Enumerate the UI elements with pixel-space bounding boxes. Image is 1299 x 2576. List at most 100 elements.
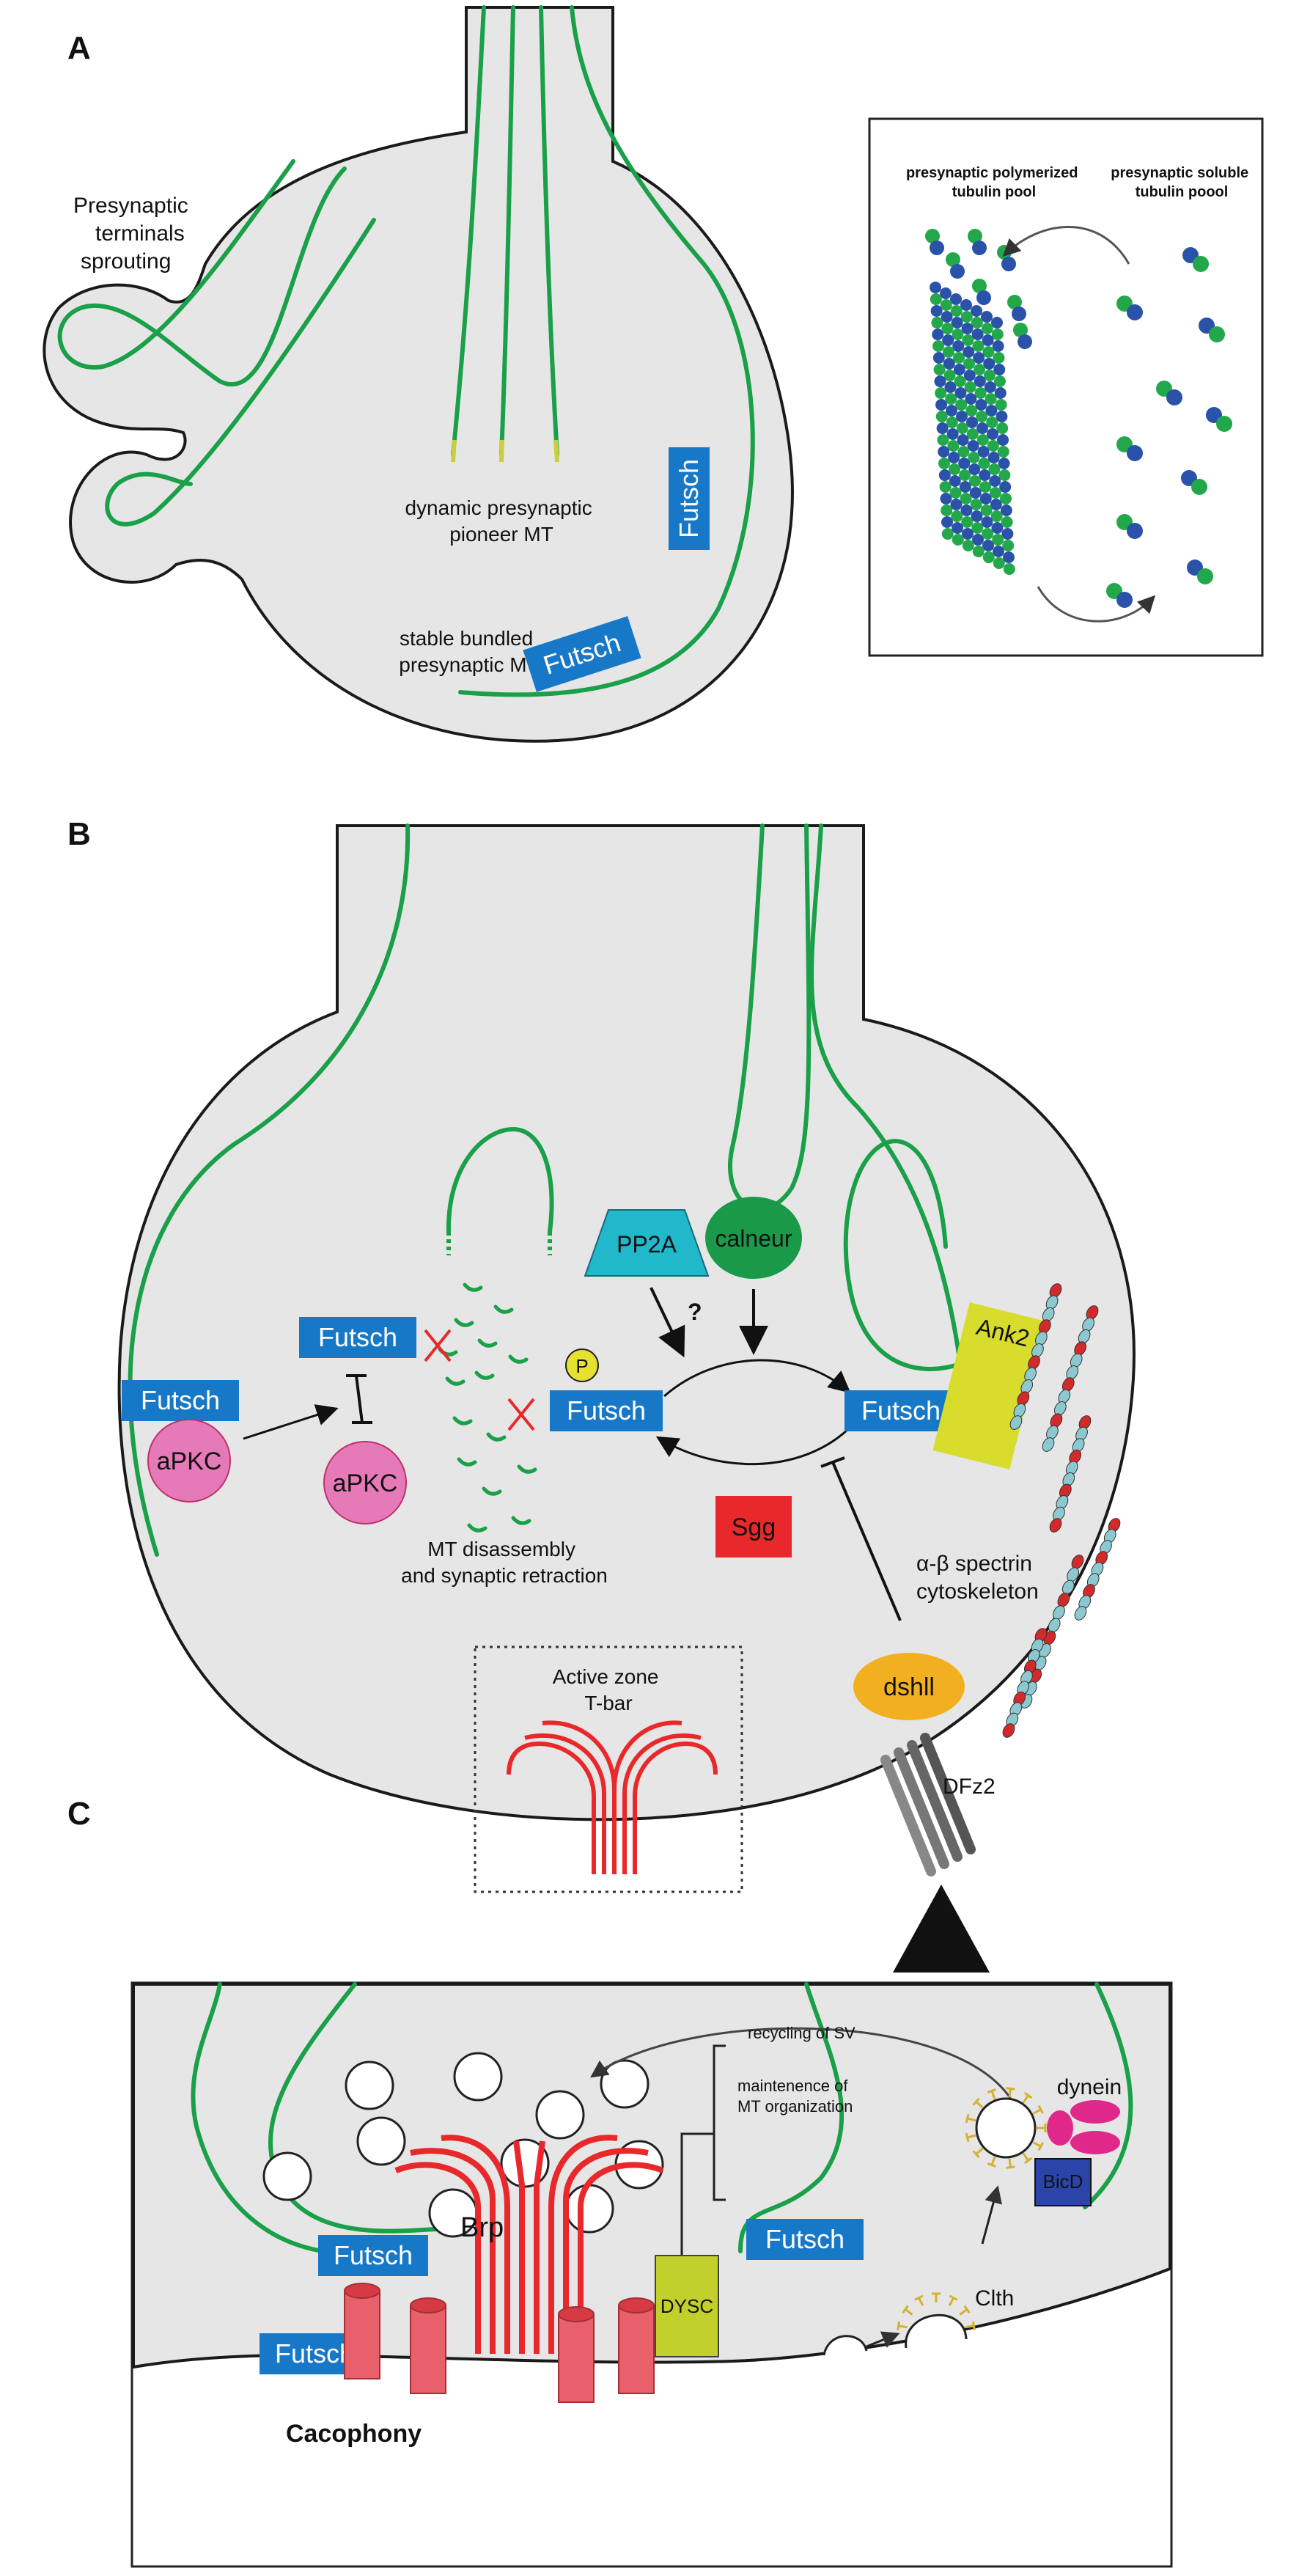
clathrin-spike bbox=[972, 2097, 980, 2106]
clathrin-spike bbox=[971, 2321, 976, 2331]
clathrin-spike bbox=[975, 2101, 984, 2109]
clathrin-spike bbox=[1032, 2108, 1042, 2115]
recycling-label: recycling of SV bbox=[748, 2024, 855, 2042]
mt-fragment bbox=[474, 1370, 495, 1380]
panel-a-tubulin-inset: presynaptic polymerized tubulin pool pre… bbox=[868, 117, 1264, 657]
clathrin-spike bbox=[1032, 2141, 1042, 2148]
panel-a-mt-tip-1 bbox=[451, 439, 457, 463]
clathrin-spike bbox=[965, 2324, 974, 2329]
tubulin-dimer bbox=[925, 229, 944, 255]
dysc: DYSC bbox=[655, 2255, 719, 2357]
panel-a-mt-pioneer-3 bbox=[539, 5, 559, 457]
cacophony-channel bbox=[344, 2283, 380, 2379]
futsch-inhibited: Futsch bbox=[299, 1317, 416, 1358]
cacophony-channel bbox=[558, 2306, 595, 2403]
panel-b-letter: B bbox=[67, 816, 91, 852]
tubulin-row bbox=[938, 469, 1012, 516]
tubulin-row bbox=[932, 329, 1006, 375]
dfz2-label: DFz2 bbox=[943, 1775, 996, 1799]
bicd: BicD bbox=[1034, 2158, 1092, 2206]
spectrin-bead bbox=[1074, 1606, 1087, 1621]
dfz2-receptor bbox=[880, 1733, 976, 1876]
panel-a-sprouting-label: Presynaptic terminals sprouting bbox=[73, 194, 194, 274]
tubulin-row bbox=[934, 375, 1008, 422]
tubulin-row bbox=[935, 387, 1009, 434]
tubulin-dimer bbox=[968, 229, 987, 255]
clathrin-spike bbox=[914, 2294, 924, 2301]
futsch-c-3: Futsch bbox=[746, 2219, 864, 2260]
pp2a-question: ? bbox=[688, 1299, 702, 1325]
tubulin-row bbox=[930, 293, 1004, 340]
clth-label: Clth bbox=[975, 2286, 1014, 2311]
clathrin-spike bbox=[990, 2090, 996, 2100]
clathrin-spike bbox=[990, 2156, 996, 2166]
clathrin-spike bbox=[1023, 2091, 1033, 2099]
inset-arrow-top bbox=[1002, 226, 1130, 265]
tubulin-row bbox=[939, 481, 1013, 528]
panel-a-pioneer-label: dynamic presynaptic pioneer MT bbox=[405, 496, 597, 546]
svg-text:Sgg: Sgg bbox=[732, 1513, 776, 1541]
svg-text:Wnt: Wnt bbox=[926, 1942, 960, 1964]
clathrin-spike bbox=[967, 2134, 976, 2139]
panel-b-mt-right bbox=[809, 823, 963, 1366]
futsch-right: Futsch bbox=[844, 1390, 957, 1431]
inset-soluble-title: presynaptic soluble tubulin poool bbox=[1111, 165, 1252, 200]
tubulin-row bbox=[932, 352, 1007, 399]
tubulin-row bbox=[938, 458, 1012, 504]
panel-a-mt-pioneer-2 bbox=[499, 5, 515, 457]
tubulin-row bbox=[940, 493, 1014, 540]
futsch-left: Futsch bbox=[122, 1380, 239, 1421]
clathrin-spike bbox=[959, 2308, 968, 2316]
inset-polymerized-title: presynaptic polymerized tubulin pool bbox=[906, 165, 1082, 200]
clathrin-spike bbox=[987, 2162, 996, 2168]
panel-c-mt-center bbox=[738, 1982, 844, 2253]
clathrin-spike bbox=[902, 2305, 909, 2314]
clathrin-coat-pit bbox=[897, 2292, 976, 2331]
clathrin-spike bbox=[987, 2088, 996, 2094]
arrow-pp2a bbox=[650, 1287, 685, 1358]
clathrin-spike bbox=[963, 2305, 971, 2314]
spectrin-cytoskeleton bbox=[1002, 1283, 1121, 1738]
panel-c-mt-left bbox=[191, 1982, 325, 2253]
calneur: calneur bbox=[705, 1197, 802, 1279]
tubulin-row bbox=[933, 364, 1007, 411]
tubulin-row bbox=[941, 528, 1015, 575]
active-zone-label: Active zone T-bar bbox=[553, 1665, 665, 1714]
panel-b: B Futsch aPKC Futsch bbox=[67, 816, 1136, 1973]
tubulin-row bbox=[930, 282, 1003, 329]
clathrin-spike bbox=[898, 2324, 908, 2329]
tubulin-row bbox=[938, 446, 1012, 493]
tubulin-dimer bbox=[1013, 323, 1032, 349]
maintenance-bracket bbox=[680, 2044, 726, 2280]
panel-a-mt-sprout-2 bbox=[105, 218, 376, 526]
svg-text:dshll: dshll bbox=[883, 1673, 935, 1701]
clathrin-spike bbox=[1006, 2165, 1015, 2169]
tbar-c bbox=[394, 2135, 664, 2354]
tubulin-dimer bbox=[1116, 296, 1143, 320]
svg-text:Futsch: Futsch bbox=[567, 1395, 646, 1425]
pp2a: PP2A bbox=[584, 1209, 710, 1277]
tubulin-dimer bbox=[946, 252, 965, 279]
tubulin-row bbox=[931, 317, 1005, 364]
spectrin-bead bbox=[1002, 1723, 1015, 1738]
clathrin-spike bbox=[967, 2117, 976, 2122]
svg-text:aPKC: aPKC bbox=[157, 1447, 222, 1475]
mt-fragment bbox=[508, 1354, 529, 1364]
mt-fragment bbox=[467, 1523, 487, 1533]
cacophony-label: Cacophony bbox=[286, 2420, 422, 2448]
apkc-left: aPKC bbox=[147, 1419, 231, 1502]
mt-fragment bbox=[511, 1516, 531, 1525]
tubulin-dimer bbox=[1199, 318, 1225, 342]
clathrin-spike bbox=[918, 2297, 924, 2307]
tubulin-dimer bbox=[1116, 514, 1143, 539]
mt-fragment bbox=[454, 1318, 474, 1327]
clathrin-spike bbox=[1023, 2157, 1033, 2165]
panel-a-futsch-vertical: Futsch bbox=[669, 447, 710, 550]
svg-text:P: P bbox=[575, 1355, 588, 1377]
tubulin-row bbox=[930, 305, 1004, 352]
tubulin-dimer bbox=[1116, 436, 1143, 461]
spectrin-bead bbox=[1049, 1518, 1062, 1533]
svg-text:DYSC: DYSC bbox=[660, 2295, 713, 2317]
inset-arrow-bottom bbox=[1037, 586, 1156, 623]
